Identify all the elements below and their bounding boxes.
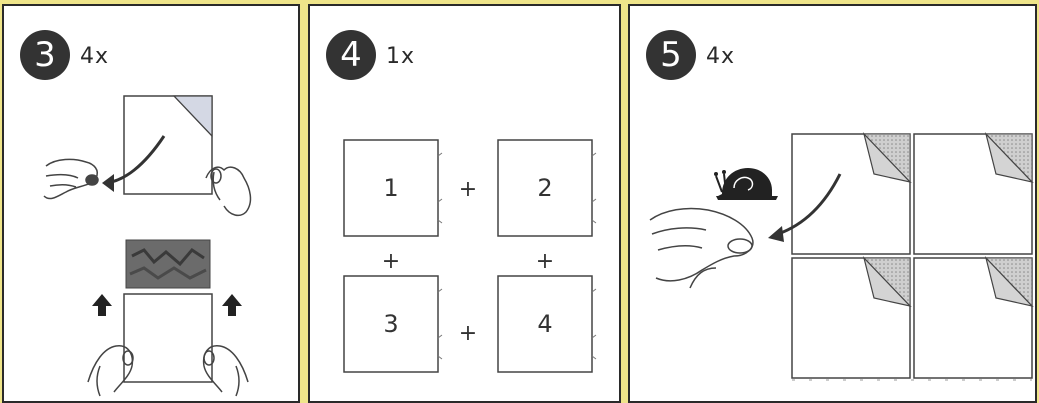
tile-4: 4 [498,276,596,372]
snail-icon [714,168,778,200]
tile-3: 3 [344,276,442,372]
step-4-panel: 4 1x 1 2 3 4 + + + + [308,4,621,403]
up-arrow-icon [92,294,112,316]
tile-number: 2 [537,174,552,202]
sheet-with-backing [124,96,212,194]
tile-with-peel [914,258,1032,378]
tile-number: 4 [537,310,552,338]
plus-sign: + [459,321,477,346]
peel-backing-illustration [4,6,300,403]
step-3-panel: 3 4x [2,4,300,403]
up-arrow-icon [222,294,242,316]
tile-with-peel [792,258,910,378]
plus-sign: + [382,249,400,274]
sheet [124,294,212,382]
tile-1: 1 [344,140,442,236]
plus-sign: + [459,177,477,202]
tile-2: 2 [498,140,596,236]
adhesive-texture-piece [126,240,210,288]
hand-icon [650,208,753,288]
tile-number: 1 [383,174,398,202]
tile-with-peel [792,134,910,254]
step-5-panel: 5 4x [628,4,1037,403]
tile-number: 3 [383,310,398,338]
hand-icon [44,159,98,198]
tile-assembly-diagram: 1 2 3 4 + + + + [310,6,621,403]
tile-with-peel [914,134,1032,254]
slow-peel-illustration [630,6,1037,403]
plus-sign: + [536,249,554,274]
